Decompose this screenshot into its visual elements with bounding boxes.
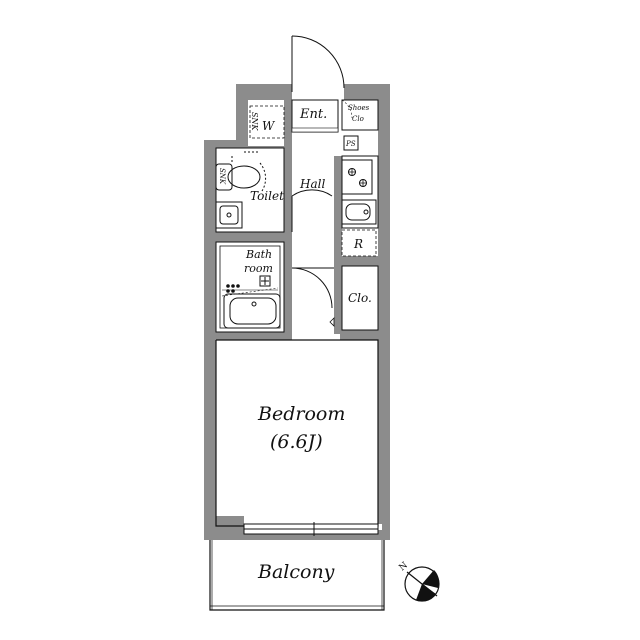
stove-icon	[341, 159, 373, 195]
toilet-room	[215, 147, 285, 233]
kitchen	[341, 155, 379, 257]
balcony-window	[243, 522, 379, 536]
toilet-door	[291, 189, 333, 232]
shoes-closet	[341, 99, 379, 131]
bathtub-icon	[223, 293, 281, 329]
washer-label: W	[262, 119, 276, 133]
bathroom-label-2: room	[244, 262, 273, 275]
refrigerator-label: R	[353, 237, 363, 251]
compass-north-label: N	[398, 560, 411, 573]
pipe-space	[343, 135, 359, 151]
closet	[341, 265, 379, 331]
compass-icon	[404, 566, 440, 602]
walls	[204, 84, 390, 540]
entrance-door	[291, 35, 345, 100]
refrigerator-space	[341, 229, 377, 257]
sink-icon	[341, 199, 377, 225]
hall-label: Hall	[299, 177, 325, 191]
shower-icon	[259, 275, 271, 287]
bedroom-size-label: (6.6J)	[270, 431, 323, 453]
entrance-label: Ent.	[299, 107, 327, 122]
shoes-closet-label-1: Shoes	[348, 104, 370, 112]
bathroom-door	[291, 267, 334, 309]
shoes-closet-label-2: Clo	[352, 115, 364, 123]
washer-tag: SNK	[250, 112, 259, 131]
balcony-label: Balcony	[257, 561, 335, 583]
bathroom-label-1: Bath	[245, 248, 272, 261]
toilet-icon	[215, 151, 267, 192]
toilet-tag: SNK	[218, 168, 226, 185]
basin-icon	[215, 201, 243, 229]
bedroom-label: Bedroom	[257, 403, 345, 425]
balcony	[209, 540, 385, 611]
washer-space	[248, 100, 285, 146]
toilet-label: Toilet	[250, 189, 284, 203]
pipe-space-label: PS	[345, 140, 356, 148]
closet-label: Clo.	[348, 291, 372, 305]
bathroom	[215, 241, 285, 333]
